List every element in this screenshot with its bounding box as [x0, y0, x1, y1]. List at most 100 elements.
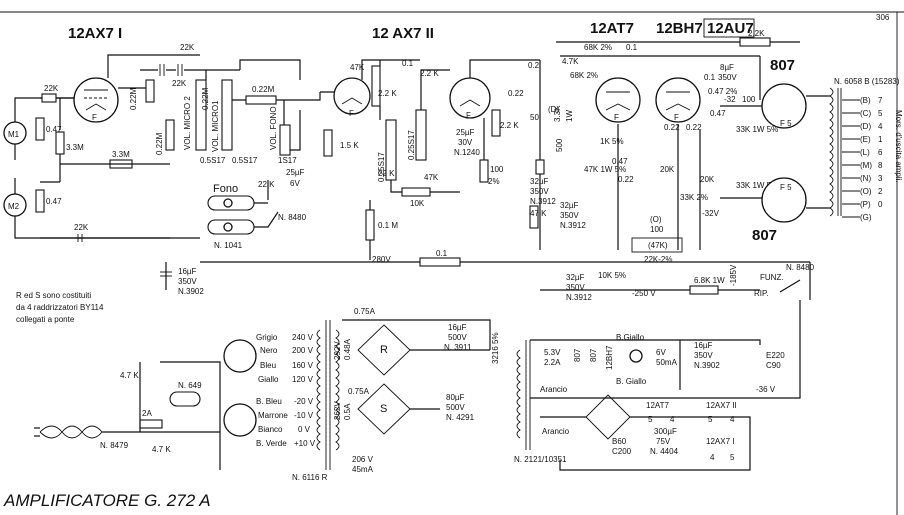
tap-giallo: Giallo [258, 375, 279, 384]
pin5b: 5 [708, 415, 713, 424]
c-8uf: 8µF [720, 63, 734, 72]
page-number: 306 [876, 13, 890, 22]
c-n3912: N.3912 [530, 197, 556, 206]
h12at7: 12AT7 [646, 401, 670, 410]
c-n4404: N. 4404 [650, 447, 679, 456]
c-32uf-b: 32µF [560, 201, 579, 210]
r-22k-top: 2.2K [748, 29, 765, 38]
c-02: 0.2 [528, 61, 540, 70]
output-tap-terminal: (B) [860, 96, 871, 105]
v-32: -32 [724, 95, 736, 104]
r-47k-c: 47 K [530, 209, 547, 218]
c-500v-b: 500V [446, 403, 465, 412]
pin4c: 4 [710, 453, 715, 462]
tube-label-out-a: 807 [770, 57, 795, 74]
pin5c: 5 [730, 453, 735, 462]
tube-label-v3: 12AT7 [590, 20, 634, 37]
h12ax7i: 12AX7 I [706, 437, 734, 446]
c-32uf: 32µF [530, 177, 549, 186]
output-tap-terminal: (C) [860, 109, 871, 118]
c-22k-bottom: 22K [74, 223, 89, 232]
r-68k-2pct: 68K 2% [584, 43, 612, 52]
fono-label: Fono [213, 183, 238, 195]
r-33k: 3.3K [553, 105, 562, 122]
c-25uf: 25µF [286, 168, 305, 177]
output-tap-number: 5 [878, 109, 883, 118]
mains-transformer: N. 6116 R 292V 0.48A 262V 0.5A 206 V 45m… [292, 320, 374, 482]
c-80uf: 80µF [446, 393, 465, 402]
r-2pct: 2% [488, 177, 500, 186]
r-047-v3: 0.47 [612, 157, 628, 166]
mic2-label: M2 [8, 202, 20, 211]
v-185: -185V [729, 264, 738, 286]
volume-controls: VOL. MICRO 2 0.22M VOL. MICRO1 VOL. FONO… [183, 59, 321, 165]
pin4b: 4 [730, 415, 735, 424]
arancio-2: Arancio [542, 427, 570, 436]
svg-text:F: F [92, 113, 97, 122]
r-22k-v2b: 2.2 K [420, 69, 439, 78]
fono-input: Fono N. 1041 22 K N. 8480 [207, 180, 307, 250]
r-22k-v2d: 22 K [378, 169, 395, 178]
vol-fono-label: VOL. FONO [269, 106, 278, 150]
tube-v1: F [73, 77, 119, 123]
output-tap-number: 4 [878, 122, 883, 131]
sec-hi-a: 292V [333, 341, 342, 360]
fono-part: N. 1041 [214, 241, 243, 250]
sec-206: 206 V [352, 455, 374, 464]
tube-label-out-b: 807 [752, 227, 777, 244]
r-33k-2pct: 33K 2% [680, 193, 708, 202]
r-22k-v2: 2.2 K [378, 89, 397, 98]
mains-input: N. 8479 2A 4.7 K 4.7 K N. 649 [34, 361, 221, 470]
tube-label-v2: 12 AX7 II [372, 25, 434, 42]
tap-bverde-v: +10 V [294, 439, 316, 448]
sec-hi-b: 0.48A [343, 338, 352, 360]
tap-nero: Nero [260, 346, 278, 355]
svg-text:F: F [674, 113, 679, 122]
r-22k-v2c: 2.2 K [500, 121, 519, 130]
output-tap-number: 7 [878, 96, 883, 105]
c-22k-top: 22K [180, 43, 195, 52]
c-22k-top2: 22K [172, 79, 187, 88]
output-tap-terminal: (E) [860, 135, 871, 144]
c-16uf: 16µF [178, 267, 197, 276]
funz-part: N. 8480 [786, 263, 815, 272]
svg-text:F 5: F 5 [780, 119, 792, 128]
svg-text:F: F [614, 113, 619, 122]
c-n3902-b: N.3902 [694, 361, 720, 370]
pot-a: 0.5S17 [200, 156, 226, 165]
r-10k-5pct: 10K 5% [598, 271, 626, 280]
note-line-1: R ed S sono costituiti [16, 291, 91, 300]
c-n1240: N.1240 [454, 148, 480, 157]
tube-label-v1: 12AX7 I [68, 25, 122, 42]
arancio-1: Arancio [540, 385, 568, 394]
fuse-label: 2A [142, 409, 152, 418]
page-title: AMPLIFICATORE G. 272 A [3, 491, 211, 510]
t807: 807 [573, 348, 582, 362]
output-tap-number: 2 [878, 187, 883, 196]
r-47k-v2: 47K [350, 63, 365, 72]
c-16uf-hv: 16µF [448, 323, 467, 332]
bridge-r: R 0.75A [354, 307, 411, 376]
r-100: 100 [490, 165, 504, 174]
tap-bleu: Bleu [260, 361, 276, 370]
c-32uf-c: 32µF [566, 273, 585, 282]
bridge-r-label: R [380, 344, 388, 356]
output-tap-terminal: (O) [860, 187, 872, 196]
output-tap-terminal: (L) [860, 148, 870, 157]
c-30v: 30V [458, 138, 473, 147]
c-022-c: 0.22 [686, 123, 702, 132]
svg-text:F 5: F 5 [780, 183, 792, 192]
t807b: 807 [589, 348, 598, 362]
sec-lo-a: 262V [333, 401, 342, 420]
c-01-v3: 0.1 [626, 43, 638, 52]
c-350v-c: 350V [566, 283, 585, 292]
r-022-e: 0.22 [618, 175, 634, 184]
v-280: 280V [372, 255, 391, 264]
r-33k-1w-b: 33K 1W 5% [736, 181, 778, 190]
output-transformer-part: N. 6058 B (15283) [834, 77, 900, 86]
c90: C90 [766, 361, 781, 370]
pot-025-b: 0.25S17 [407, 130, 416, 160]
c-75v: 75V [656, 437, 671, 446]
vol-micro2-label: VOL. MICRO 2 [183, 96, 192, 150]
output-tap-number: 8 [878, 161, 883, 170]
